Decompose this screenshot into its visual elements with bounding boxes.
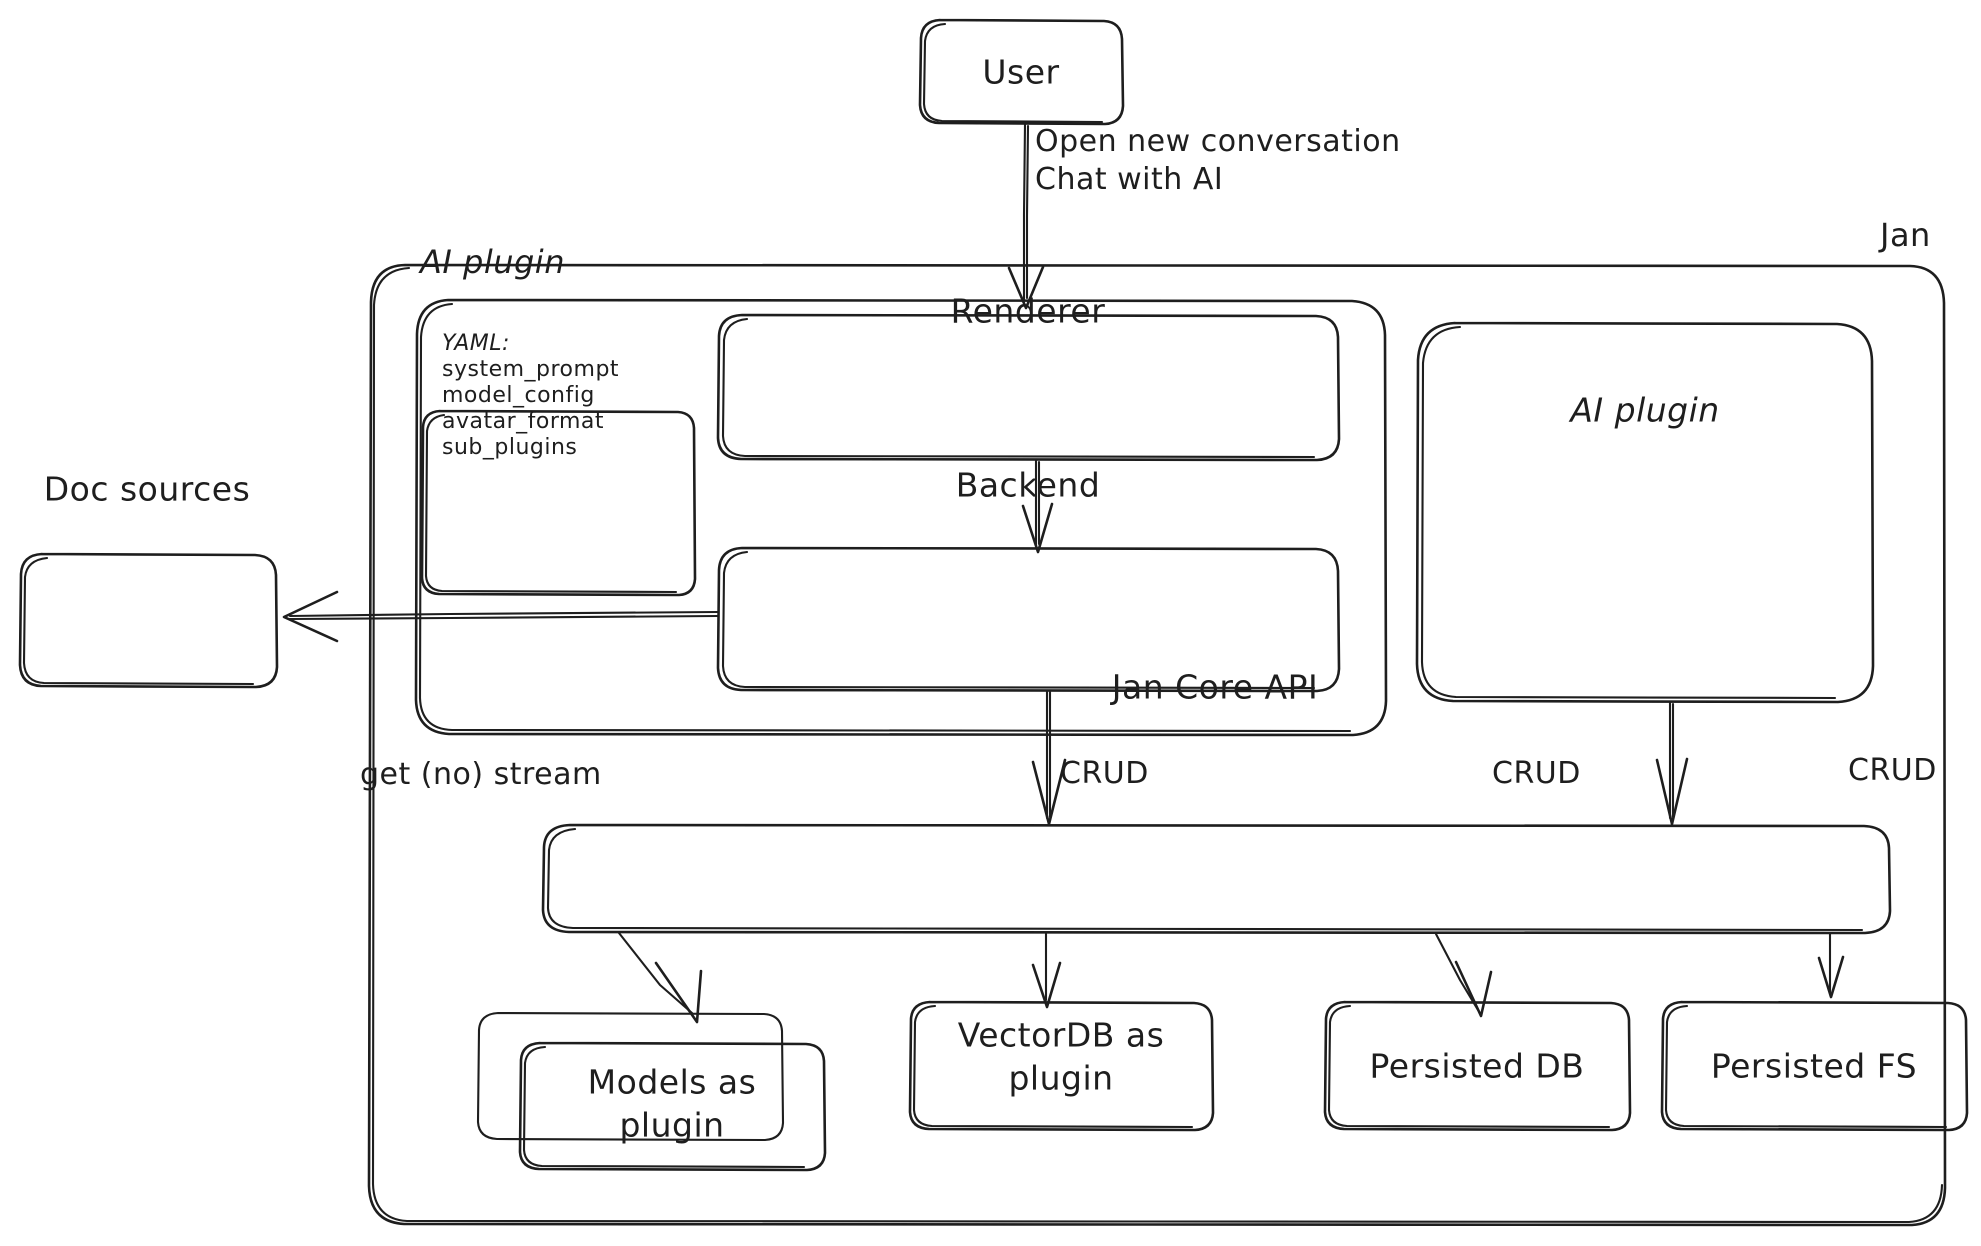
ai-plugin-right-box-shape[interactable] (1415, 321, 1875, 704)
yaml-note-shape[interactable] (420, 409, 697, 597)
arrow-core-api-to-models (617, 931, 703, 1024)
arrow-core-api-to-persisted-fs (1817, 932, 1845, 999)
renderer-box-shape[interactable] (716, 313, 1341, 462)
arrow-backend-to-doc-sources (282, 590, 720, 643)
user-box-shape[interactable] (918, 18, 1125, 126)
backend-box-shape[interactable] (716, 546, 1341, 693)
arrow-backend-to-core-api (1031, 689, 1067, 826)
arrow-renderer-to-backend (1021, 459, 1054, 554)
arrow-core-api-to-vectordb (1031, 932, 1062, 1009)
arrow-user-to-renderer (1007, 122, 1045, 310)
vectordb-plugin-box-shape[interactable] (908, 1000, 1215, 1132)
persisted-fs-box-shape[interactable] (1660, 1000, 1969, 1132)
arrow-core-api-to-persisted-db (1434, 932, 1493, 1018)
persisted-db-box-shape[interactable] (1323, 1000, 1632, 1132)
jan-container-shape[interactable] (367, 263, 1947, 1227)
models-plugin-box-shape[interactable] (518, 1041, 827, 1172)
arrow-ai-plugin-to-core-api (1655, 701, 1689, 826)
jan-core-api-shape[interactable] (541, 823, 1892, 935)
models-plugin-box-back-shape[interactable] (476, 1011, 785, 1142)
doc-sources-box-shape[interactable] (18, 552, 279, 689)
ai-plugin-container-shape[interactable] (414, 298, 1388, 737)
